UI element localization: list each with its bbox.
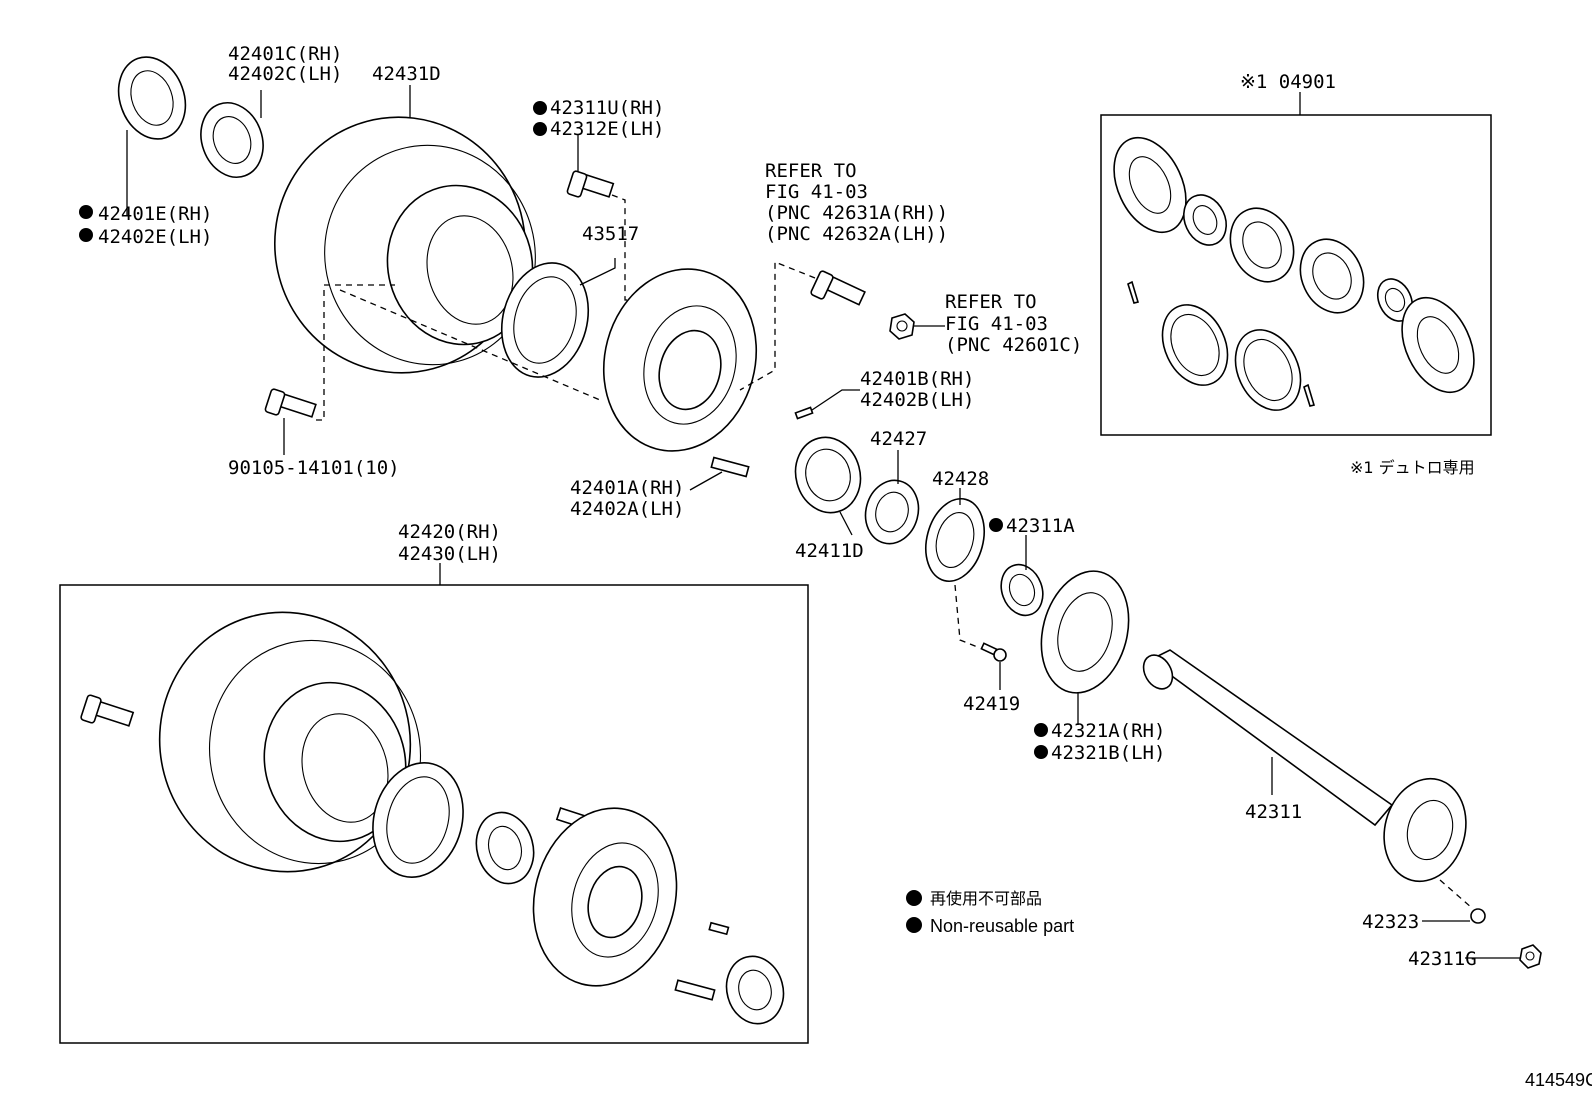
bearing-42401C (200, 102, 264, 178)
label-42430: 42430(LH) (398, 543, 501, 565)
label-42311: 42311 (1245, 801, 1302, 823)
label-42411D: 42411D (795, 540, 864, 562)
lock-washer-42428 (925, 497, 985, 583)
label-42419: 42419 (963, 693, 1020, 715)
assembly-bolt (80, 694, 135, 727)
kit-seal-lower-mid (1234, 329, 1302, 411)
kit-box (1100, 114, 1492, 436)
leader-43517 (579, 258, 616, 286)
label-42311U: 42311U(RH) (550, 97, 664, 119)
bullet-42401E (79, 205, 93, 219)
label-refer2-line1: REFER TO (945, 291, 1037, 313)
label-42428: 42428 (932, 468, 989, 490)
assembly-box (59, 584, 809, 1044)
label-42427: 42427 (870, 428, 927, 450)
assembly-bearing-1 (475, 811, 535, 885)
label-kit-04901: ※1 04901 (1240, 71, 1336, 93)
dash-axis-upper (339, 289, 601, 401)
label-kit-note: ※1 デュトロ専用 (1350, 458, 1475, 477)
legend-bullet-en (906, 917, 922, 933)
assembly-hub (532, 807, 678, 987)
kit-cotter-pin-left (1127, 280, 1140, 304)
label-42420: 42420(RH) (398, 521, 501, 543)
gasket-42321A (1040, 570, 1130, 694)
label-refer1-line3: (PNC 42631A(RH)) (765, 202, 948, 224)
kit-cotter-pin-right (1303, 383, 1316, 407)
hub-stud (710, 456, 750, 478)
bullet-42402E (79, 228, 93, 242)
label-42401B: 42401B(RH) (860, 368, 974, 390)
kit-spacer (1183, 194, 1227, 246)
kit-seal-lower-left (1161, 304, 1229, 386)
legend-bullet-jp (906, 890, 922, 906)
legend-text-jp: 再使用不可部品 (930, 889, 1042, 908)
bullet-42321B (1034, 745, 1048, 759)
stud-42323 (1470, 908, 1486, 924)
label-42402A: 42402A(LH) (570, 498, 684, 520)
label-refer1-line4: (PNC 42632A(LH)) (765, 223, 948, 245)
nut-42427 (864, 479, 920, 545)
bullet-42311A (989, 518, 1003, 532)
label-refer2-line3: (PNC 42601C) (945, 334, 1082, 356)
label-42321B: 42321B(LH) (1051, 742, 1165, 764)
label-42401C: 42401C(RH) (228, 43, 342, 65)
label-90105: 90105-14101(10) (228, 457, 400, 479)
label-42321A: 42321A(RH) (1051, 720, 1165, 742)
bullet-42321A (1034, 723, 1048, 737)
label-42401A: 42401A(RH) (570, 477, 684, 499)
label-refer1-line1: REFER TO (765, 160, 857, 182)
label-42402B: 42402B(LH) (860, 389, 974, 411)
axle-shaft-42311 (1142, 649, 1467, 883)
figure-id: 414549C (1525, 1070, 1592, 1090)
leader-42401A (689, 471, 723, 491)
screw-42419 (980, 642, 1007, 662)
assembly-drum (158, 611, 422, 873)
label-43517: 43517 (582, 223, 639, 245)
hub-bolt-refer-42631A (810, 270, 866, 306)
label-42431D: 42431D (372, 63, 441, 85)
label-42311A: 42311A (1006, 515, 1075, 537)
label-42401E: 42401E(RH) (98, 203, 212, 225)
hub-bolt-42311U (566, 170, 615, 198)
label-refer1-line2: FIG 41-03 (765, 181, 868, 203)
dash-90105 (316, 284, 395, 421)
bullet-42311U (533, 101, 547, 115)
legend-text-en: Non-reusable part (930, 916, 1074, 936)
oil-seal-42401E (117, 56, 187, 140)
leader-42401B (811, 389, 860, 411)
pin-42401B (794, 406, 814, 420)
label-42311G: 42311G (1408, 948, 1477, 970)
bearing-42411D (794, 436, 862, 514)
label-42402C: 42402C(LH) (228, 63, 342, 85)
assembly-bearing-2 (725, 955, 785, 1025)
kit-bearing-outer (1229, 207, 1295, 283)
dash-42323 (1439, 879, 1473, 909)
bolt-90105 (264, 388, 317, 418)
label-refer2-line2: FIG 41-03 (945, 313, 1048, 335)
kit-oil-seal-plate-left (1113, 136, 1187, 234)
abs-rotor-43517 (500, 262, 590, 378)
kit-gasket-right (1401, 296, 1475, 394)
axle-hub-42401A (602, 268, 758, 452)
label-42312E: 42312E(LH) (550, 118, 664, 140)
label-42323: 42323 (1362, 911, 1419, 933)
ring-42311A (1000, 563, 1044, 617)
assembly-pin (708, 921, 730, 936)
nut-42311G (1519, 944, 1542, 969)
dash-42419 (954, 584, 981, 649)
label-42402E: 42402E(LH) (98, 226, 212, 248)
hub-nut-refer-42601C (889, 313, 915, 340)
kit-bearing-inner (1299, 238, 1365, 314)
leader-42411D (839, 511, 853, 536)
bullet-42312E (533, 122, 547, 136)
assembly-abs-rotor (372, 762, 464, 878)
brake-drum-42431D (273, 116, 536, 374)
assembly-stud (674, 979, 716, 1001)
